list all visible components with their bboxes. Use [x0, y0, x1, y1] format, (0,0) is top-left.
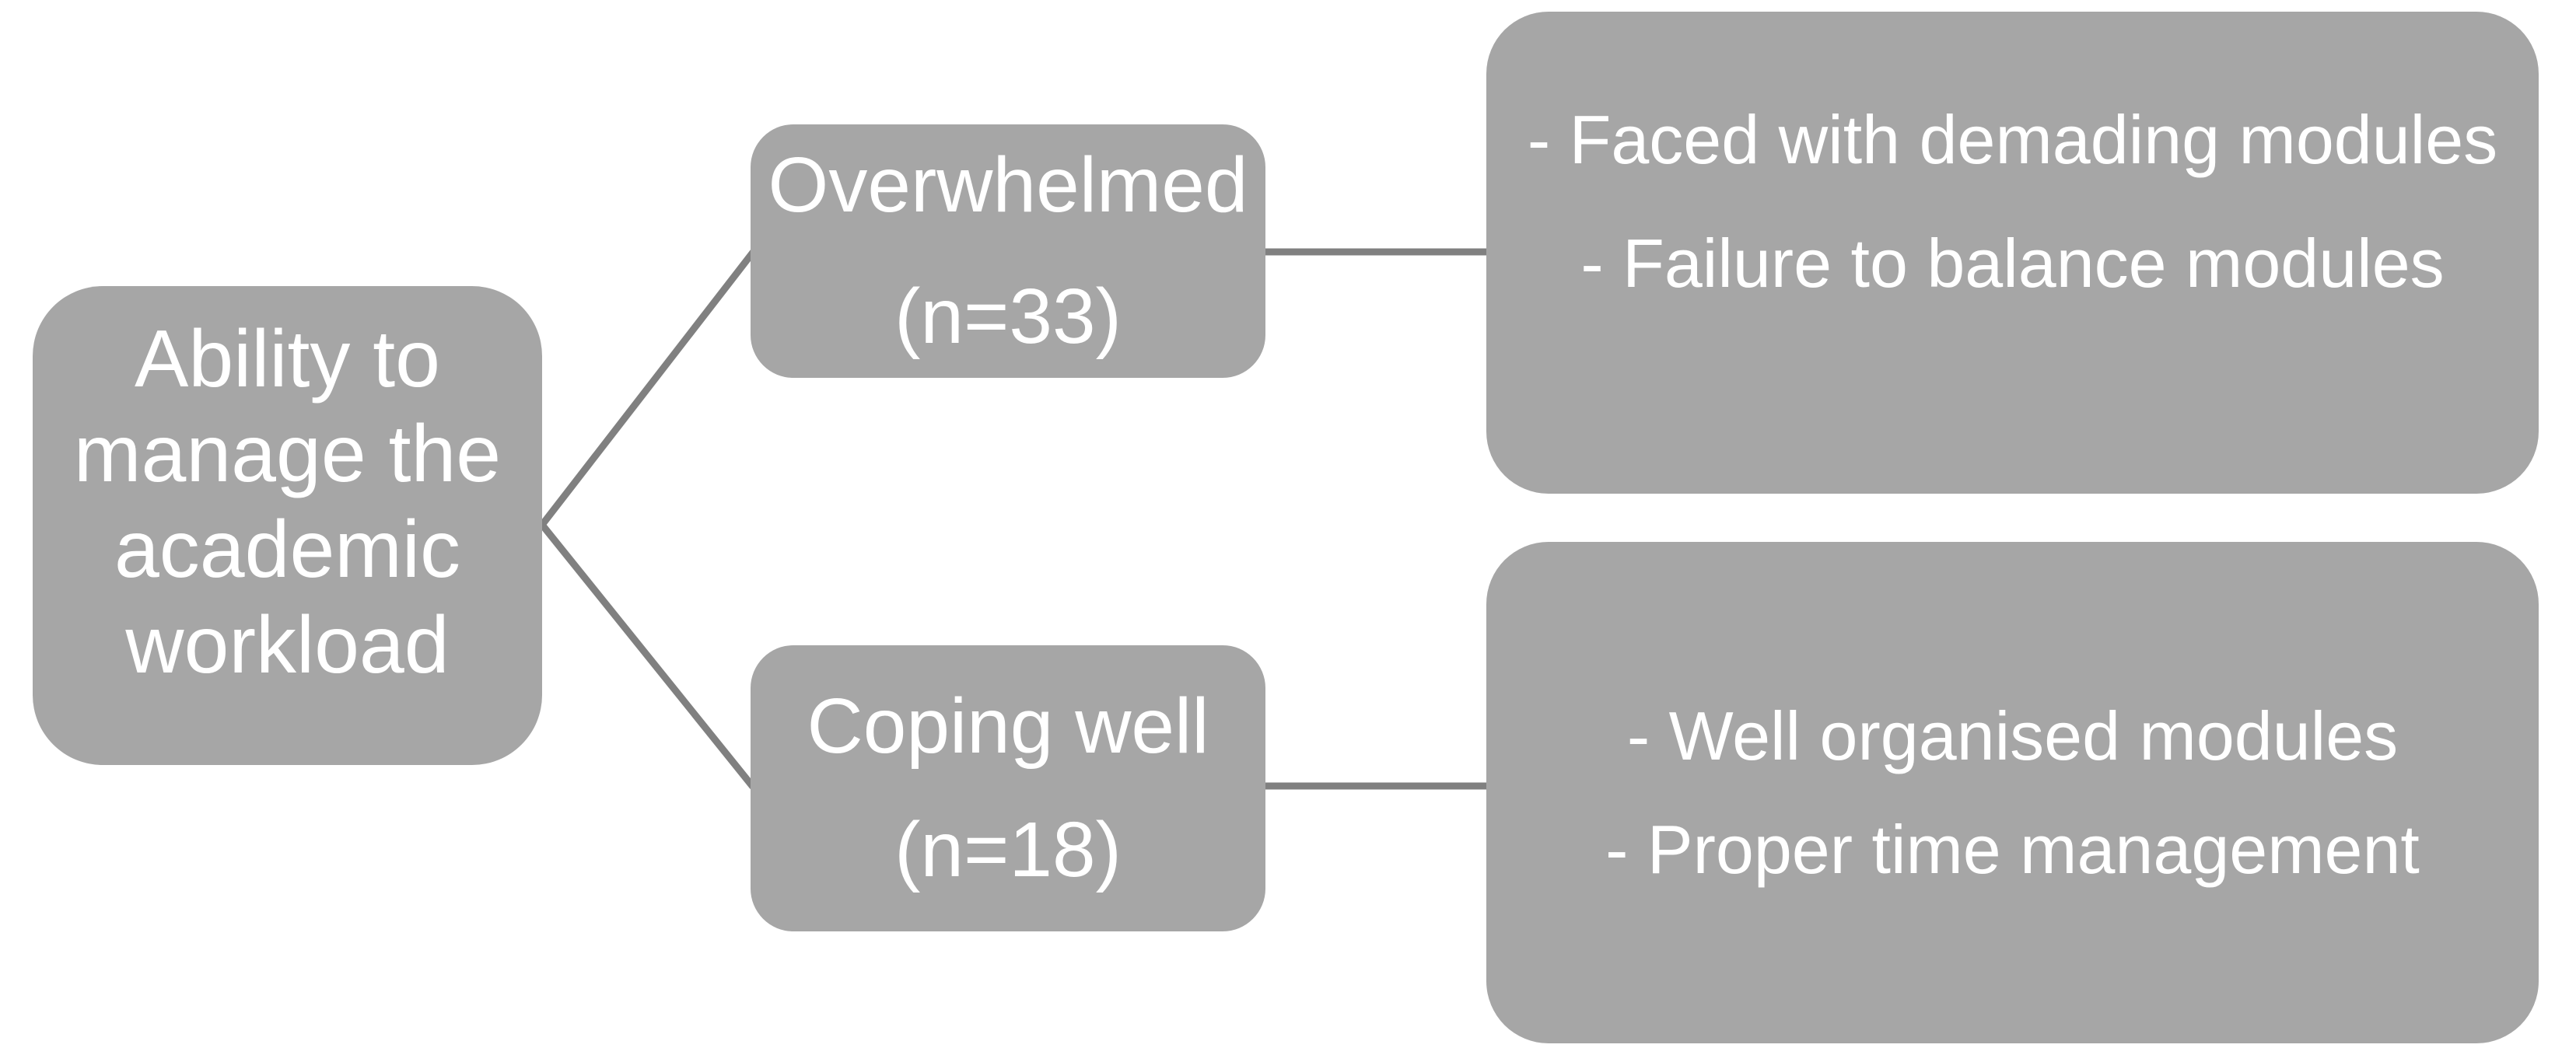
detail-item: - Well organised modules — [1626, 697, 2399, 774]
root-node-text-line: academic — [114, 505, 461, 595]
connector-root-to-coping — [539, 522, 756, 789]
details-node-coping-well: - Well organised modules - Proper time m… — [1486, 542, 2539, 1043]
branch-node-overwhelmed: Overwhelmed (n=33) — [751, 124, 1265, 378]
branch-count: (n=33) — [894, 273, 1122, 360]
detail-item: - Proper time management — [1605, 811, 2420, 888]
root-node-academic-workload: Ability to manage the academic workload — [33, 286, 542, 765]
detail-item: - Failure to balance modules — [1580, 224, 2445, 302]
details-node-overwhelmed: - Faced with demading modules - Failure … — [1486, 12, 2539, 494]
branch-label: Coping well — [807, 683, 1209, 770]
detail-item: - Faced with demading modules — [1527, 101, 2498, 179]
branch-label: Overwhelmed — [768, 141, 1248, 229]
branch-count: (n=18) — [894, 806, 1122, 893]
root-node-text-line: workload — [125, 599, 450, 690]
connector-root-to-overwhelmed — [539, 248, 758, 527]
root-node-text-line: manage the — [73, 409, 502, 500]
branch-node-coping-well: Coping well (n=18) — [751, 645, 1265, 931]
root-node-text-line: Ability to — [134, 313, 441, 404]
